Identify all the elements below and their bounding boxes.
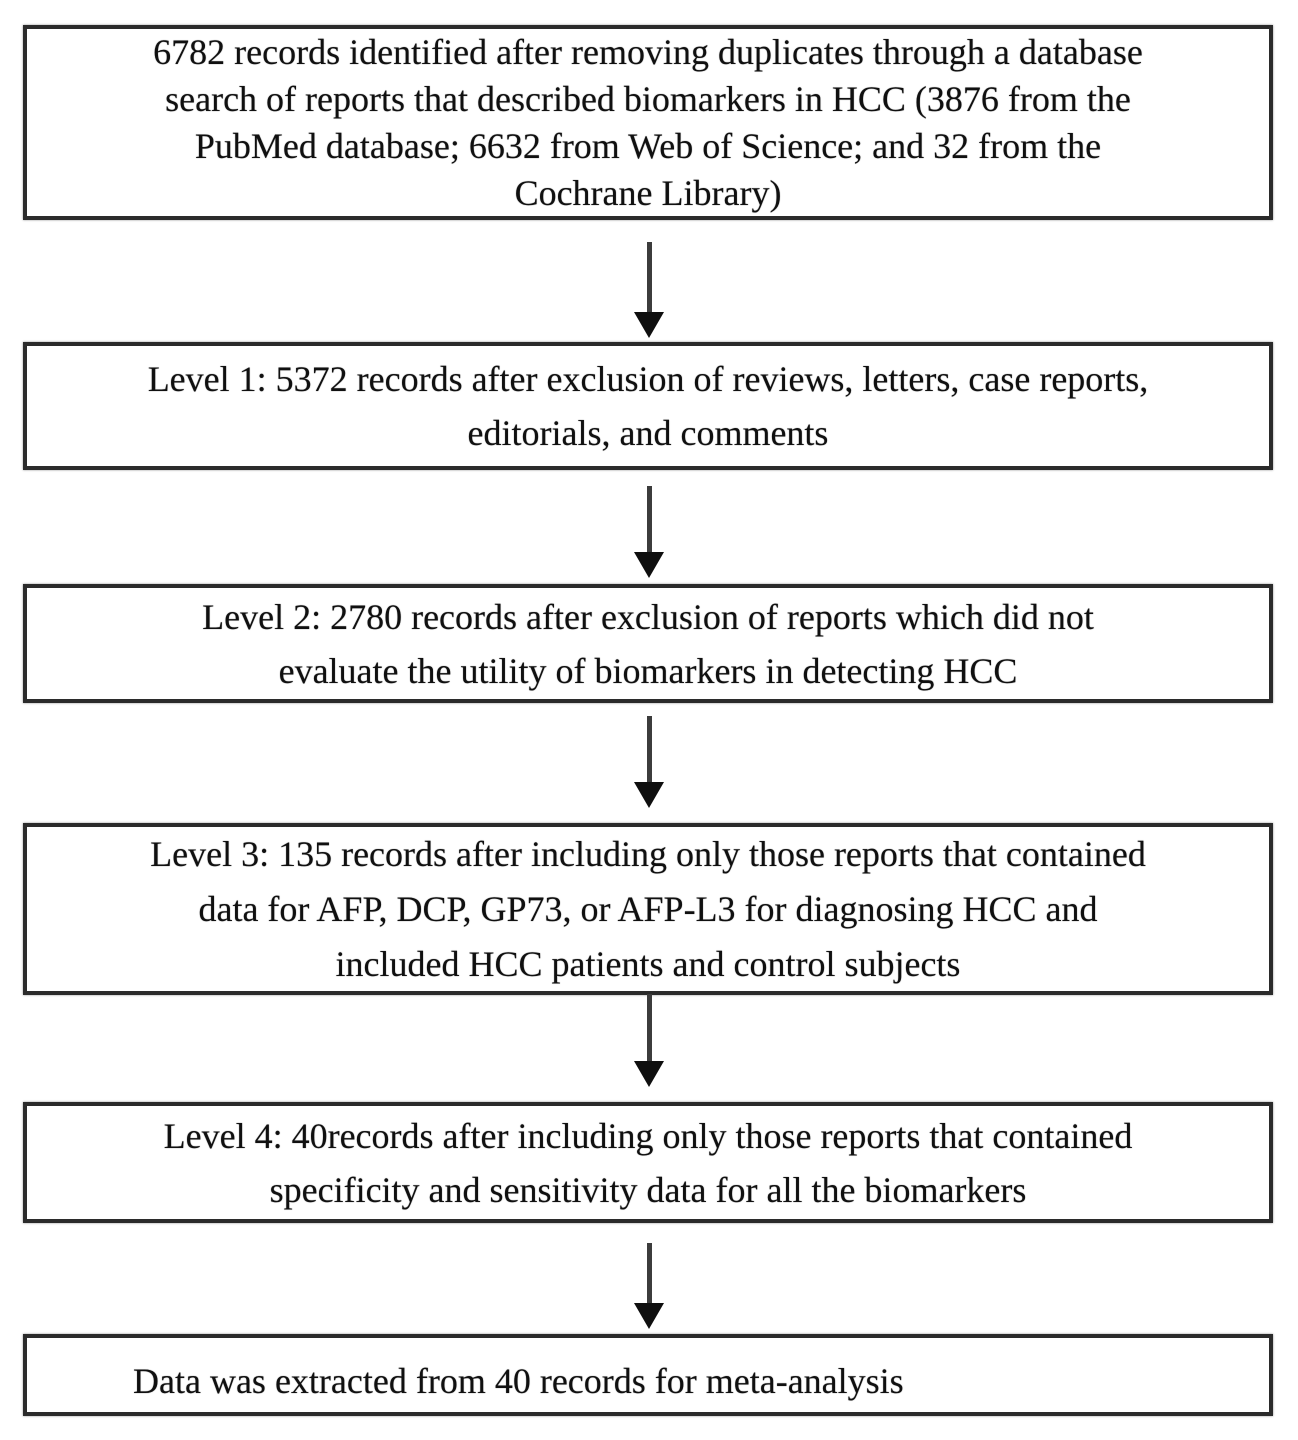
flow-arrow	[634, 1243, 664, 1329]
flow-box-text: Data was extracted from 40 records for m…	[133, 1361, 904, 1401]
arrow-line	[646, 486, 652, 552]
flow-arrow	[634, 486, 664, 578]
arrow-head-down-icon	[634, 1061, 664, 1087]
flow-box-records-identified: 6782 records identified after removing d…	[23, 25, 1273, 220]
arrow-head-down-icon	[634, 312, 664, 338]
flow-box-text: Level 4: 40records after including only …	[163, 1115, 1133, 1210]
flow-box-level-3: Level 3: 135 records after including onl…	[23, 823, 1273, 995]
flow-arrow	[634, 242, 664, 338]
flow-box-text: Level 2: 2780 records after exclusion of…	[202, 596, 1094, 691]
flow-arrow	[634, 716, 664, 808]
arrow-head-down-icon	[634, 552, 664, 578]
arrow-head-down-icon	[634, 1303, 664, 1329]
arrow-line	[646, 242, 652, 312]
arrow-head-down-icon	[634, 782, 664, 808]
flow-box-text: 6782 records identified after removing d…	[153, 31, 1143, 213]
flow-box-text: Level 3: 135 records after including onl…	[150, 833, 1146, 984]
flow-arrow	[634, 994, 664, 1087]
flow-box-level-4: Level 4: 40records after including only …	[23, 1102, 1273, 1223]
arrow-line	[646, 716, 652, 782]
flow-box-data-extracted: Data was extracted from 40 records for m…	[23, 1334, 1273, 1416]
flow-box-level-2: Level 2: 2780 records after exclusion of…	[23, 584, 1273, 703]
flow-box-text: Level 1: 5372 records after exclusion of…	[147, 359, 1149, 453]
flow-box-level-1: Level 1: 5372 records after exclusion of…	[23, 342, 1273, 470]
arrow-line	[646, 1243, 652, 1303]
arrow-line	[646, 994, 652, 1061]
